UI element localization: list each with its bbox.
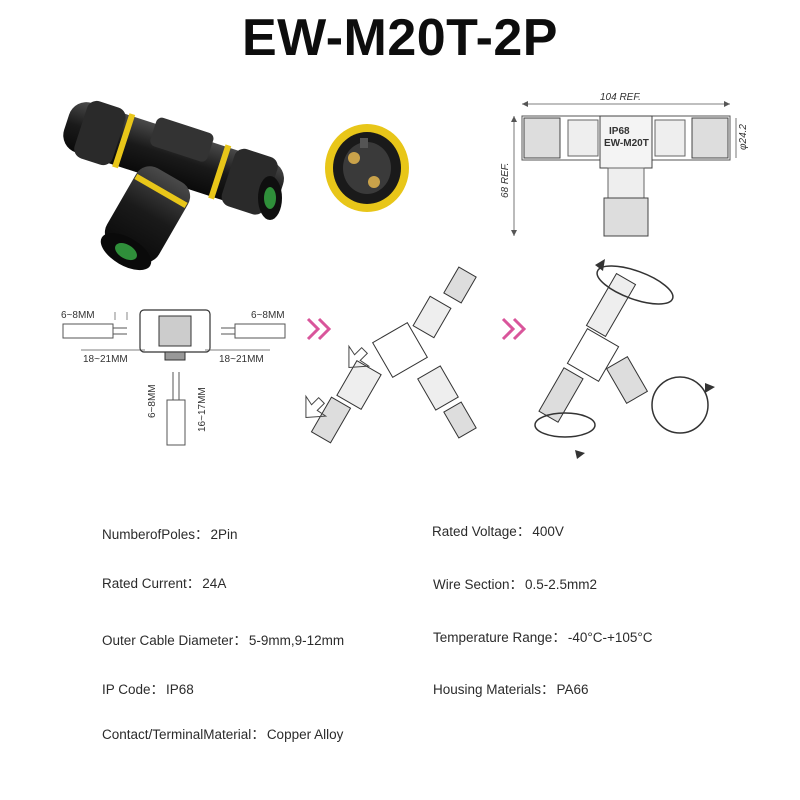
page-title: EW-M20T-2P: [241, 9, 558, 67]
spec-poles: NumberofPoles：2Pin: [102, 523, 238, 543]
assembly-insert-illustration: [290, 260, 490, 460]
wiring-diagram: 6~8MM 18~21MM 6~8MM 18~21MM 6~8MM 16~17M…: [55, 300, 300, 450]
spec-current-value: 24A: [202, 576, 227, 591]
spec-housing: Housing Materials：PA66: [433, 678, 589, 698]
spec-ip-value: IP68: [166, 682, 194, 697]
spec-voltage-label: Rated Voltage: [432, 524, 517, 539]
drawing-model-label: EW-M20T: [604, 138, 649, 149]
spec-separator: ：: [509, 577, 524, 592]
spec-temperature: Temperature Range：-40°C-+105°C: [433, 626, 653, 646]
product-photo: [55, 80, 285, 271]
spec-separator: ：: [541, 682, 555, 697]
spec-contact-material: Contact/TerminalMaterial：Copper Alloy: [102, 723, 343, 743]
spec-separator: ：: [186, 576, 201, 591]
assembly-rotate-illustration: [505, 255, 720, 465]
spec-diameter-label: Outer Cable Diameter: [102, 633, 234, 648]
double-chevron-right-icon: [305, 316, 335, 342]
socket-end-photo: [322, 120, 412, 215]
spec-separator: ：: [195, 527, 209, 542]
spec-voltage-value: 400V: [532, 524, 564, 539]
spec-diameter-value: 5-9mm,9-12mm: [248, 633, 345, 648]
spec-cable-diameter: Outer Cable Diameter：5-9mm,9-12mm: [102, 629, 344, 649]
spec-poles-value: 2Pin: [210, 527, 238, 542]
diameter-label: φ24.2: [738, 124, 749, 150]
spec-temp-label: Temperature Range: [433, 630, 553, 645]
spec-ip-code: IP Code：IP68: [102, 678, 194, 698]
strip-left-label: 6~8MM: [61, 310, 95, 321]
spec-ip-label: IP Code: [102, 682, 151, 697]
spec-contact-value: Copper Alloy: [266, 727, 344, 742]
spec-poles-label: NumberofPoles: [102, 527, 196, 542]
dimension-drawing: 104 REF. 68 REF. IP68 EW-M20T φ24.2: [500, 88, 750, 248]
spec-current-label: Rated Current: [102, 576, 187, 591]
drawing-ip-label: IP68: [609, 126, 630, 137]
spec-wire-label: Wire Section: [433, 577, 510, 592]
length-right-label: 18~21MM: [219, 354, 264, 365]
spec-separator: ：: [552, 630, 566, 645]
strip-right-label: 6~8MM: [251, 310, 285, 321]
spec-voltage: Rated Voltage：400V: [432, 520, 564, 540]
spec-housing-label: Housing Materials: [433, 682, 542, 697]
spec-housing-value: PA66: [556, 682, 589, 697]
spec-current: Rated Current：24A: [102, 572, 226, 592]
spec-separator: ：: [150, 682, 165, 697]
double-chevron-right-icon: [500, 316, 530, 342]
spec-wire-value: 0.5-2.5mm2: [525, 577, 598, 592]
length-bottom-label: 16~17MM: [197, 387, 208, 432]
spec-separator: ：: [233, 633, 247, 648]
spec-temp-value: -40°C-+105°C: [567, 630, 653, 645]
length-left-label: 18~21MM: [83, 354, 128, 365]
spec-contact-label: Contact/TerminalMaterial: [102, 727, 252, 742]
height-ref-label: 68 REF.: [500, 163, 511, 198]
width-ref-label: 104 REF.: [600, 92, 641, 103]
spec-separator: ：: [516, 524, 531, 539]
strip-bottom-label: 6~8MM: [147, 384, 158, 418]
spec-wire-section: Wire Section：0.5-2.5mm2: [433, 573, 597, 593]
spec-separator: ：: [251, 727, 265, 742]
